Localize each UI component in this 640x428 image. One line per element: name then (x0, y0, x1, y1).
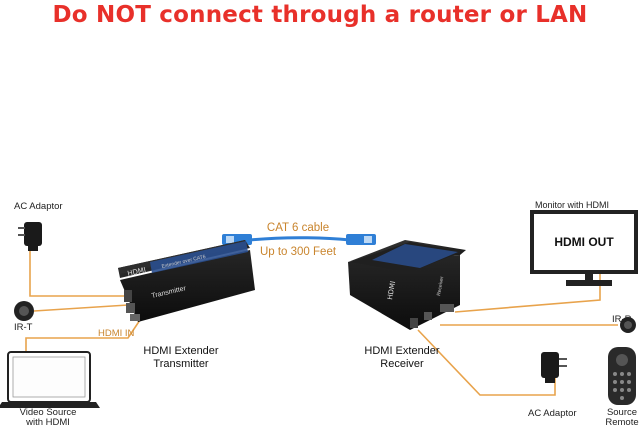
remote-control-icon (608, 347, 636, 405)
hdmi-out-cable (454, 270, 601, 313)
ir-sensor-icon (14, 301, 34, 321)
rx-power-cable (417, 329, 556, 396)
cable-lines (25, 240, 618, 396)
hdmi-out-label: HDMI OUT (554, 235, 614, 249)
hdmi-in-cable (25, 319, 141, 358)
ac-adaptor-left-label: AC Adaptor (14, 201, 63, 212)
monitor-icon: HDMI OUT (530, 210, 638, 286)
page-title: Do NOT connect through a router or LAN (52, 2, 588, 28)
plug-adapter-icon-right (541, 352, 567, 383)
transmitter-label: HDMI Extender Transmitter (143, 345, 219, 370)
ir-r-label: IR-R (612, 314, 632, 325)
tx-power-cable (29, 240, 128, 297)
source-remote-label: Source Remote (605, 407, 639, 428)
rx-logo-text: HDMI (386, 280, 397, 300)
receiver-label: HDMI Extender Receiver (364, 345, 440, 370)
rx-name-text: Receiver (436, 276, 445, 297)
ir-t-label: IR-T (14, 322, 33, 333)
ir-receiver-icon (620, 317, 636, 333)
laptop-icon (0, 351, 100, 408)
video-source-label: Video Source with HDMI (19, 407, 77, 428)
hdmi-receiver-device: HDMI Receiver (348, 240, 466, 330)
monitor-label: Monitor with HDMI (535, 200, 610, 210)
ac-adaptor-right-label: AC Adaptor (528, 408, 577, 419)
cat6-cable-label: CAT 6 cable (266, 222, 330, 234)
ir-t-cable (33, 304, 129, 312)
hdmi-transmitter-device: HDMI Extender over CAT6 Transmitter (118, 240, 255, 322)
plug-adapter-icon (18, 222, 42, 251)
hdmi-in-label: HDMI IN (98, 328, 135, 339)
distance-label: Up to 300 Feet (259, 246, 337, 258)
